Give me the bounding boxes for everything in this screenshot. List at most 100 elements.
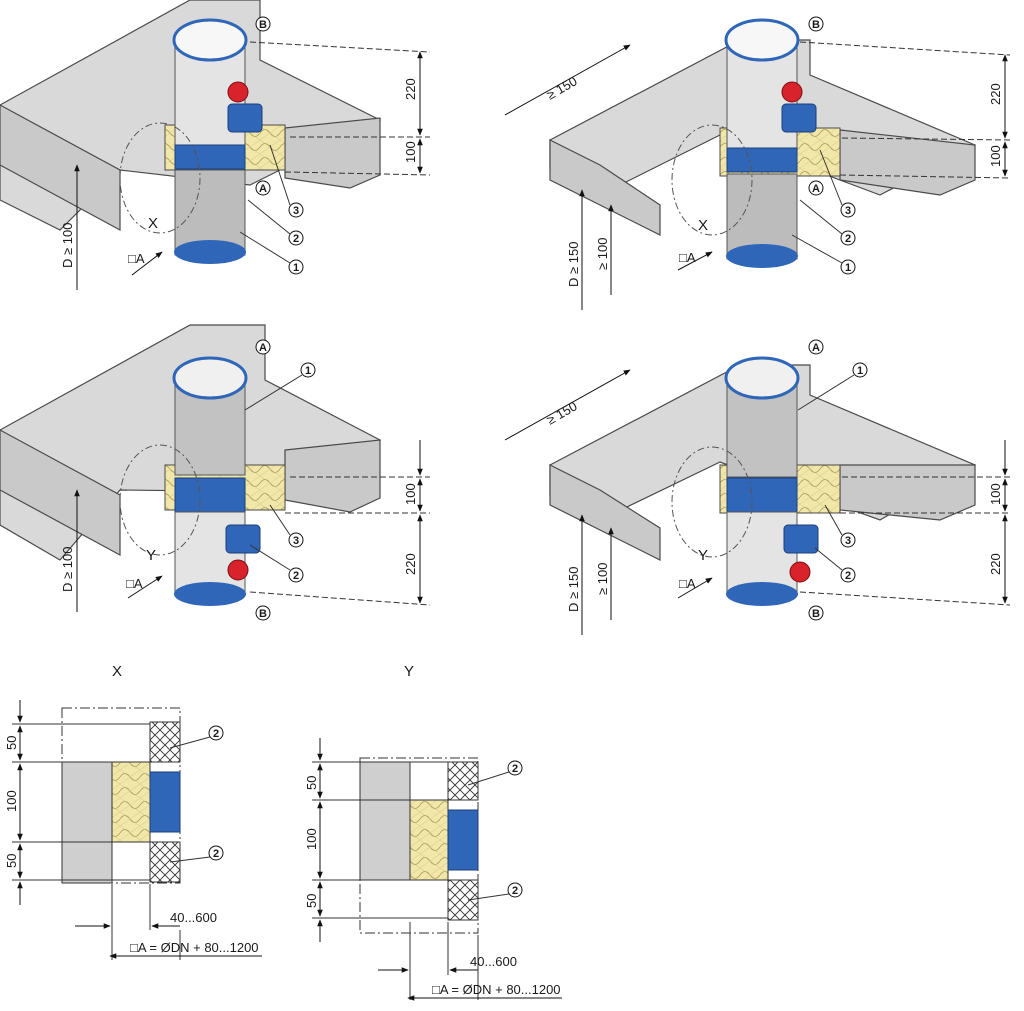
pipe-bottom-ring xyxy=(174,240,246,264)
marker-a: A xyxy=(259,342,267,354)
marker-2: 2 xyxy=(293,233,299,245)
marker-b: B xyxy=(259,608,267,620)
red-handle xyxy=(789,561,811,583)
dim-gap: 40...600 xyxy=(470,954,517,969)
detail-circle-y xyxy=(671,446,753,558)
detail-ref: Y xyxy=(698,547,708,564)
dim-d: D ≥ 100 xyxy=(60,547,75,592)
view-mid-right: 100 220 ≥ 150 D ≥ 150 ≥ 100 □A Y A 1 3 2… xyxy=(504,339,1011,635)
marker-1: 1 xyxy=(293,262,299,274)
detail-y-title: Y xyxy=(404,663,414,680)
dim-lower: 100 xyxy=(403,141,418,163)
dim-top: 50 xyxy=(304,776,319,790)
dim-d: D ≥ 100 xyxy=(60,223,75,268)
marker-2: 2 xyxy=(845,570,851,582)
marker-1: 1 xyxy=(857,365,863,377)
view-mid-left: 100 220 D ≥ 100 □A Y A 1 3 2 B xyxy=(0,324,431,621)
marker-a: A xyxy=(812,183,820,195)
blue-ring xyxy=(726,147,798,173)
dim-upper: 220 xyxy=(988,83,1003,105)
detail-ref: X xyxy=(148,215,158,232)
marker-2: 2 xyxy=(213,728,219,740)
marker-2: 2 xyxy=(512,885,518,897)
marker-b: B xyxy=(812,608,820,620)
marker-1: 1 xyxy=(845,262,851,274)
dim-square: □A = ØDN + 80...1200 xyxy=(130,940,259,955)
marker-2: 2 xyxy=(845,233,851,245)
detail-circle-y xyxy=(119,444,201,556)
dim-bottom: 50 xyxy=(304,894,319,908)
marker-3: 3 xyxy=(293,535,299,547)
dim-d: D ≥ 150 xyxy=(566,567,581,612)
pipe-bottom-ring xyxy=(174,582,246,606)
dim-gap: 40...600 xyxy=(170,910,217,925)
dim-upper: 100 xyxy=(403,483,418,505)
dim-upper: 100 xyxy=(988,483,1003,505)
view-top-left: 220 100 D ≥ 100 □A X B A 3 2 1 xyxy=(0,0,431,290)
marker-2: 2 xyxy=(213,848,219,860)
detail-x-title: X xyxy=(112,663,122,680)
detail-circle-x xyxy=(671,124,753,236)
dim-square: □A xyxy=(128,251,145,266)
dim-recess: ≥ 150 xyxy=(544,398,580,427)
dim-square: □A = ØDN + 80...1200 xyxy=(432,982,561,997)
marker-2: 2 xyxy=(512,763,518,775)
pipe-bottom-ring xyxy=(726,582,798,606)
red-handle xyxy=(227,559,249,581)
detail-ref: X xyxy=(698,217,708,234)
blue-ring-section xyxy=(447,809,479,871)
marker-2: 2 xyxy=(293,570,299,582)
dim-bottom: 50 xyxy=(4,854,19,868)
detail-circle-x xyxy=(119,122,201,234)
detail-x: X 50 100 50 2 2 40...600 □A = ØDN + 80..… xyxy=(4,663,262,960)
dim-lower: 220 xyxy=(988,553,1003,575)
mortar-lower xyxy=(149,841,181,883)
pipe-rim xyxy=(724,356,800,400)
insulation-section xyxy=(409,799,449,881)
pipe-rim xyxy=(172,18,248,62)
marker-a: A xyxy=(259,183,267,195)
dim-min: ≥ 100 xyxy=(595,238,610,270)
dim-recess: ≥ 150 xyxy=(544,73,580,102)
slab-section xyxy=(359,761,411,881)
detail-ref: Y xyxy=(146,547,156,564)
marker-3: 3 xyxy=(293,205,299,217)
marker-3: 3 xyxy=(845,205,851,217)
slab-right-block xyxy=(839,464,976,521)
mortar-lower xyxy=(447,879,479,921)
dim-square: □A xyxy=(126,576,143,591)
blue-actuator xyxy=(227,103,263,133)
marker-a: A xyxy=(812,342,820,354)
mortar-upper xyxy=(149,721,181,763)
slab-front xyxy=(549,139,661,236)
view-top-right: 220 100 ≥ 150 D ≥ 150 ≥ 100 □A X B A 3 2… xyxy=(504,16,1011,310)
slab-right-block xyxy=(284,117,381,189)
dim-d: D ≥ 150 xyxy=(566,242,581,287)
blue-ring xyxy=(174,477,246,513)
detail-y: Y 50 100 50 2 2 40...600 □A = ØDN + 80..… xyxy=(304,663,562,1001)
dim-top: 50 xyxy=(4,736,19,750)
dim-square: □A xyxy=(679,576,696,591)
slab-section xyxy=(61,761,113,884)
insulation-section xyxy=(111,761,151,843)
marker-b: B xyxy=(812,19,820,31)
red-handle xyxy=(781,81,803,103)
blue-actuator xyxy=(783,524,819,554)
dim-mid: 100 xyxy=(4,790,19,812)
dim-min: ≥ 100 xyxy=(595,563,610,595)
blue-actuator xyxy=(781,103,817,133)
blue-ring-section xyxy=(149,771,181,833)
dim-square: □A xyxy=(679,250,696,265)
pipe-rim xyxy=(172,356,248,400)
dim-mid: 100 xyxy=(304,828,319,850)
dim-lower: 100 xyxy=(988,145,1003,167)
slab-front xyxy=(549,464,661,561)
marker-3: 3 xyxy=(845,535,851,547)
slab-front xyxy=(0,104,121,232)
pipe-rim xyxy=(724,18,800,62)
dim-lower: 220 xyxy=(403,553,418,575)
dim-upper: 220 xyxy=(403,78,418,100)
blue-ring xyxy=(726,477,798,513)
pipe-bottom-ring xyxy=(726,244,798,268)
